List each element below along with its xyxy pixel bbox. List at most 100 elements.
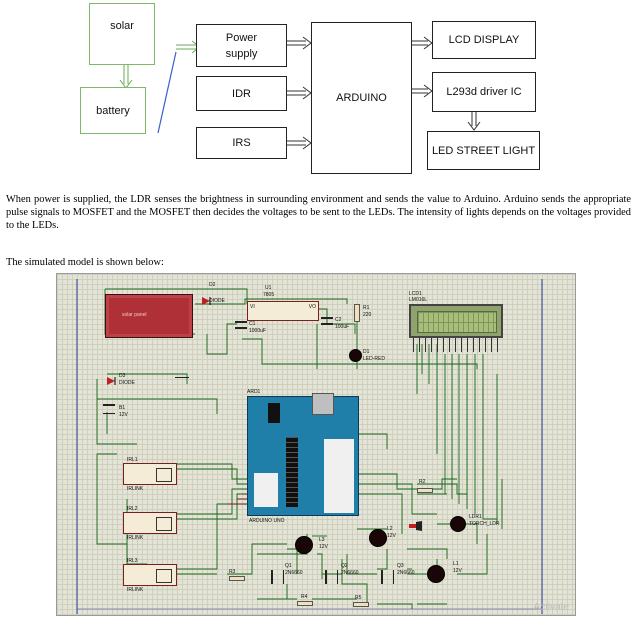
power-supply-label: Power supply [225, 31, 258, 60]
d2-label: D2 [209, 282, 216, 288]
solar-panel-label: solar panel [122, 312, 147, 318]
irl2-module [123, 512, 177, 534]
lamp-l2 [369, 529, 387, 547]
led-label: LED STREET LIGHT [431, 144, 536, 157]
atmega-chip [286, 437, 298, 507]
d1-label: D1 [363, 349, 370, 355]
capacitor-c2 [321, 317, 333, 325]
u1-part: 7805 [263, 292, 275, 298]
solar-label: solar [109, 20, 135, 32]
ldr-label: IDR [232, 87, 251, 100]
irl2-part: IRLINK [127, 535, 144, 541]
power-supply-block: Power supply [196, 24, 287, 67]
pin-header-left [254, 473, 278, 507]
capacitor-c1 [235, 321, 247, 329]
l1-value: 12V [453, 568, 462, 574]
r4-label: R4 [301, 594, 308, 600]
irs-block: IRS [196, 127, 287, 159]
lcd1-part: LM016L [409, 297, 428, 303]
battery-label: battery [96, 104, 130, 117]
l2-label: L2 [387, 526, 393, 532]
q3-label: Q3 [397, 563, 404, 569]
description-paragraph: When power is supplied, the LDR senses t… [6, 194, 631, 231]
arduino-label: ARDUINO [336, 92, 387, 104]
c2-value: 100uF [335, 324, 350, 330]
b1-value: 12V [119, 412, 128, 418]
arrow-arduino-to-lcd [412, 36, 433, 50]
blue-connector-line [157, 51, 177, 134]
r5-label: R5 [355, 595, 362, 601]
q2-label: Q2 [341, 563, 348, 569]
l3-value: 12V [319, 544, 328, 550]
irl3-module [123, 564, 177, 586]
mosfet-q1 [271, 570, 284, 584]
irl2-label: IRL2 [127, 506, 138, 512]
solar-block: solar [89, 3, 155, 65]
lcd1-pins [413, 338, 501, 352]
power-jack [268, 403, 280, 423]
vo-label: VO [308, 304, 316, 310]
lcd-block: LCD DISPLAY [432, 21, 536, 59]
irs-label: IRS [232, 137, 251, 149]
lcd1-module [409, 304, 503, 338]
torch-icon [409, 518, 423, 531]
lamp-l1 [427, 565, 445, 583]
r1-value: 220 [363, 312, 372, 318]
irl1-label: IRL1 [127, 457, 138, 463]
resistor-r1 [354, 304, 360, 322]
d3-part: DIODE [119, 380, 135, 386]
irl1-part: IRLINK [127, 486, 144, 492]
q3-part: 2N6660 [397, 570, 415, 576]
u1-label: U1 [265, 285, 272, 291]
vi-label: VI [250, 304, 255, 310]
ldr1-sensor [450, 516, 466, 532]
driver-block: L293d driver IC [432, 72, 536, 112]
d2-part: DIODE [209, 298, 225, 304]
irl1-module [123, 463, 177, 485]
arrow-ldr-to-arduino [287, 86, 312, 100]
simulation-schematic: solar panel D2 DIODE VI VO U1 7805 C1 10… [56, 273, 576, 616]
led-d1 [349, 349, 362, 362]
diode-d2 [202, 292, 212, 305]
led-street-light-block: LED STREET LIGHT [427, 131, 540, 170]
resistor-r3 [229, 576, 245, 581]
switch-icon [175, 371, 189, 378]
l1-label: L1 [453, 561, 459, 567]
l3-label: L3 [319, 537, 325, 543]
c1-label: C1 [249, 321, 256, 327]
battery-b1 [103, 404, 115, 414]
ldr1-part: TORCH_LDR [469, 521, 500, 527]
c2-label: C2 [335, 317, 342, 323]
mosfet-q2 [325, 570, 338, 584]
lamp-l3 [295, 536, 313, 554]
arrow-driver-to-led [467, 112, 481, 131]
driver-label: L293d driver IC [446, 86, 522, 98]
intro-text: The simulated model is shown below: [6, 257, 164, 268]
resistor-r4 [297, 601, 313, 606]
d3-label: D3 [119, 373, 126, 379]
r2-label: R2 [419, 479, 426, 485]
r1-label: R1 [363, 305, 370, 311]
lcd-label: LCD DISPLAY [448, 34, 520, 46]
b1-label: B1 [119, 405, 126, 411]
ldr-block: IDR [196, 76, 287, 111]
arduino-uno-label: ARDUINO UNO [249, 518, 285, 524]
resistor-r2 [417, 488, 433, 493]
mosfet-q3 [381, 570, 394, 584]
activate-watermark: Activate [533, 602, 569, 613]
arrow-power-to-arduino [287, 36, 312, 50]
solar-to-battery-arrow [119, 65, 133, 89]
diode-d3 [107, 372, 117, 385]
arrow-arduino-to-driver [412, 84, 433, 98]
r3-label: R3 [229, 569, 236, 575]
c1-value: 1000uF [249, 328, 266, 334]
solar-panel: solar panel [105, 294, 193, 338]
arrow-irs-to-arduino [287, 136, 312, 150]
d1-part: LED-RED [363, 356, 385, 362]
ard1-label: ARD1 [247, 389, 261, 395]
battery-block: battery [80, 87, 146, 134]
ldr1-label: LDR1 [469, 514, 482, 520]
irl3-label: IRL3 [127, 558, 138, 564]
q1-part: 2N6660 [285, 570, 303, 576]
resistor-r5 [353, 602, 369, 607]
